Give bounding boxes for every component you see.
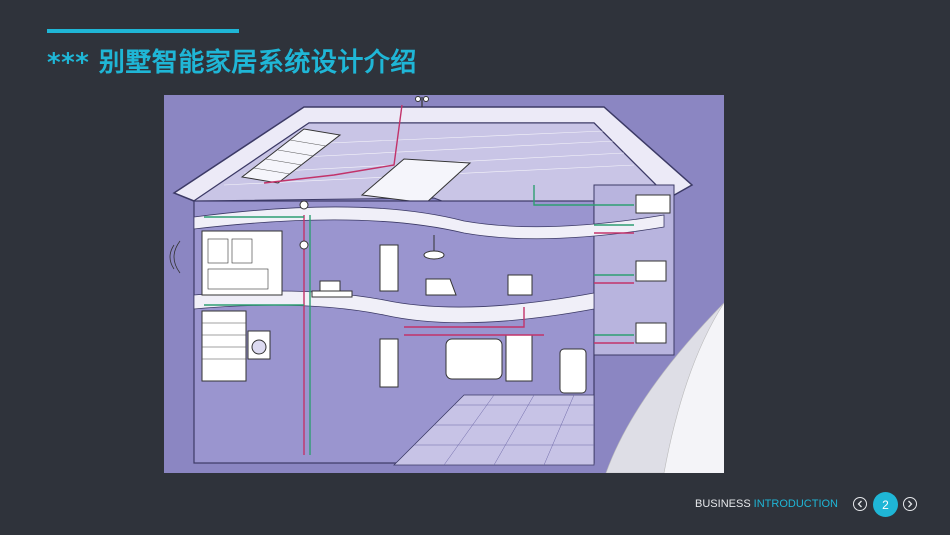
page-number-badge: 2: [873, 492, 898, 517]
solar-panel-icon: [240, 128, 342, 184]
water-tank-icon: [559, 348, 587, 394]
chevron-left-icon: [857, 500, 862, 508]
footer-business-text: BUSINESS: [695, 498, 751, 510]
air-conditioner-icon: [635, 194, 671, 214]
chevron-right-icon: [908, 500, 913, 508]
washing-machine-icon: [247, 330, 271, 360]
ceiling-lamp-icon: [423, 235, 445, 260]
footer-introduction-text: INTRODUCTION: [753, 498, 838, 510]
smart-home-illustration: [164, 95, 724, 473]
telephone-icon: [311, 280, 353, 298]
armchair-icon: [425, 278, 457, 296]
sensor-icon: [169, 200, 309, 274]
title-accent-bar: [47, 29, 239, 33]
prev-slide-button[interactable]: [853, 497, 867, 511]
boiler-icon: [445, 334, 533, 382]
page-title: *** 别墅智能家居系统设计介绍: [47, 48, 417, 78]
antenna-icon: [415, 96, 429, 107]
next-slide-button[interactable]: [903, 497, 917, 511]
tv-icon: [507, 274, 533, 296]
radiator-icon: [635, 260, 667, 344]
